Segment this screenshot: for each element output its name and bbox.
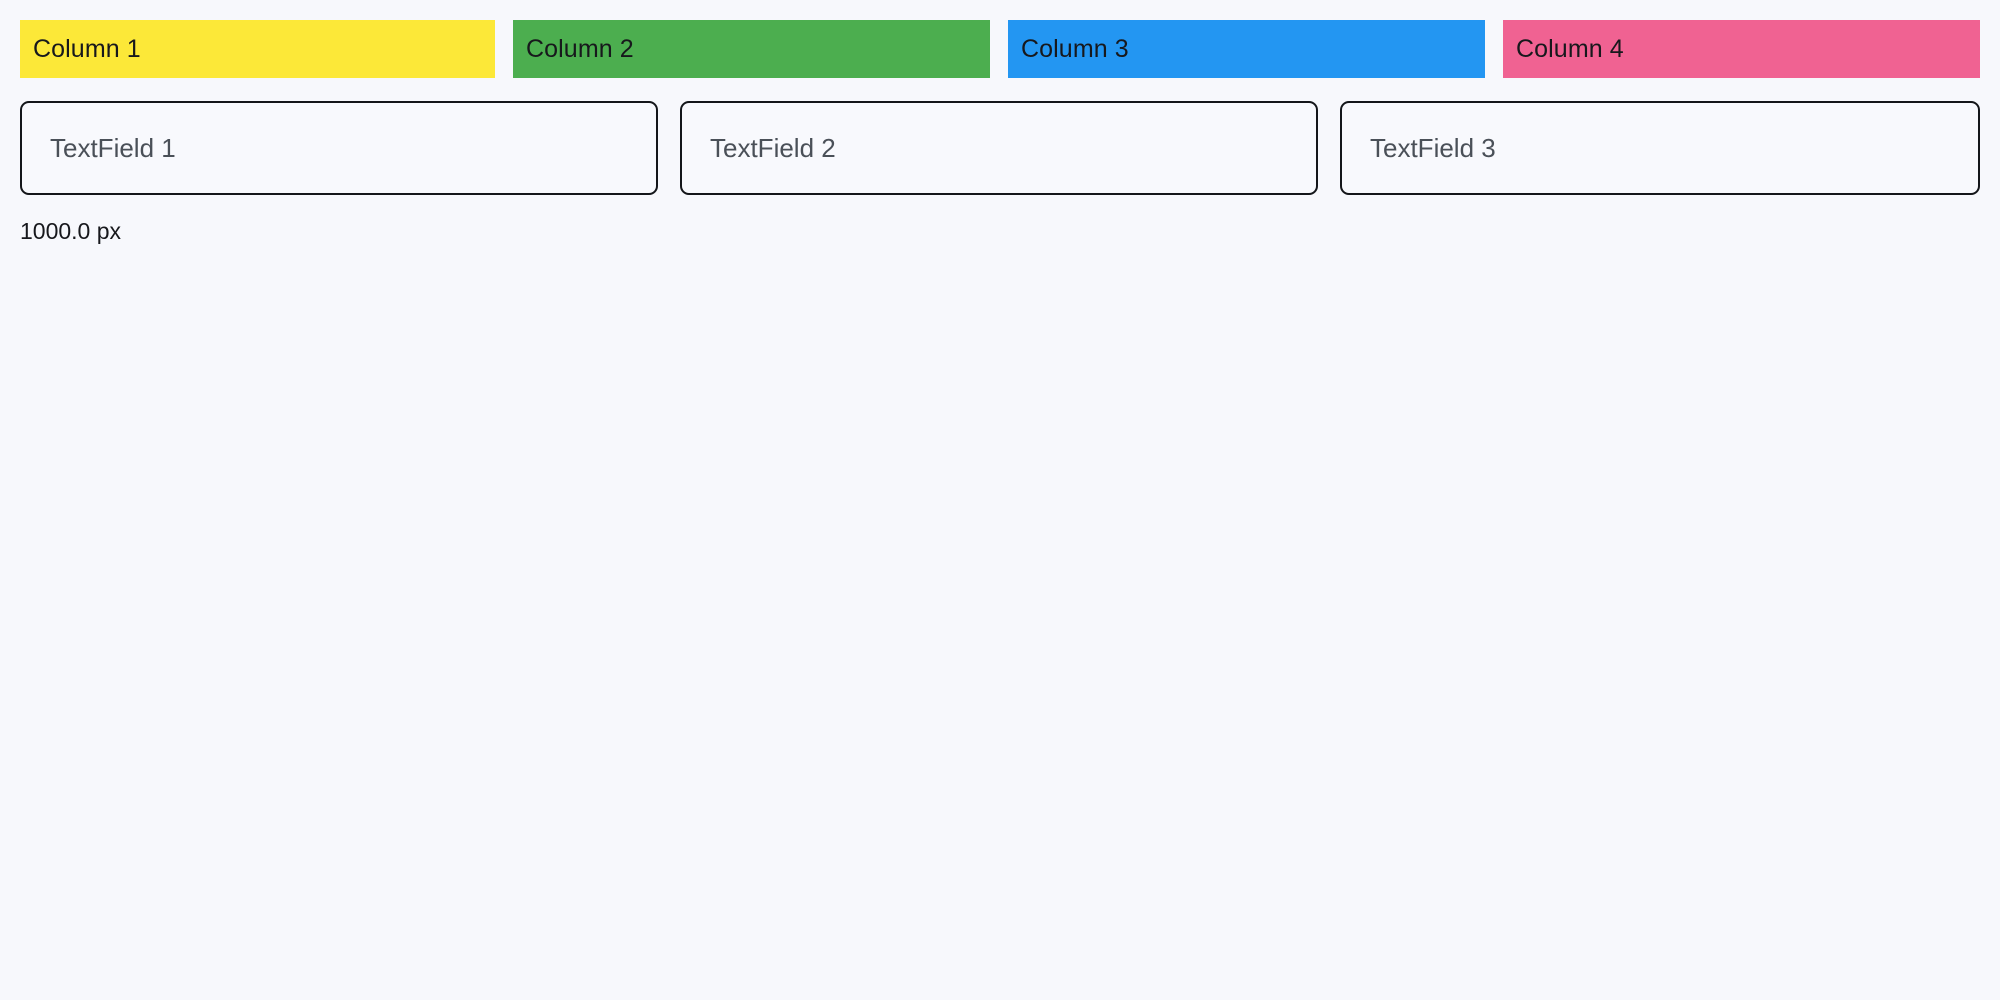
textfield-3[interactable]: TextField 3 [1340, 101, 1980, 195]
textfield-3-text: TextField 3 [1370, 133, 1496, 163]
column-label-2: Column 2 [526, 34, 634, 63]
column-block-1[interactable]: Column 1 [20, 20, 495, 78]
size-readout-label: 1000.0 px [20, 218, 122, 244]
textfield-1[interactable]: TextField 1 [20, 101, 658, 195]
textfield-1-text: TextField 1 [50, 133, 176, 163]
column-block-2[interactable]: Column 2 [513, 20, 990, 78]
column-label-1: Column 1 [33, 34, 141, 63]
column-header-row: Column 1 Column 2 Column 3 Column 4 [20, 20, 1980, 78]
column-label-3: Column 3 [1021, 34, 1129, 63]
textfield-2-text: TextField 2 [710, 133, 836, 163]
textfield-row: TextField 1 TextField 2 TextField 3 [20, 101, 1980, 195]
column-block-3[interactable]: Column 3 [1008, 20, 1485, 78]
column-block-4[interactable]: Column 4 [1503, 20, 1980, 78]
textfield-2[interactable]: TextField 2 [680, 101, 1318, 195]
column-label-4: Column 4 [1516, 34, 1624, 63]
